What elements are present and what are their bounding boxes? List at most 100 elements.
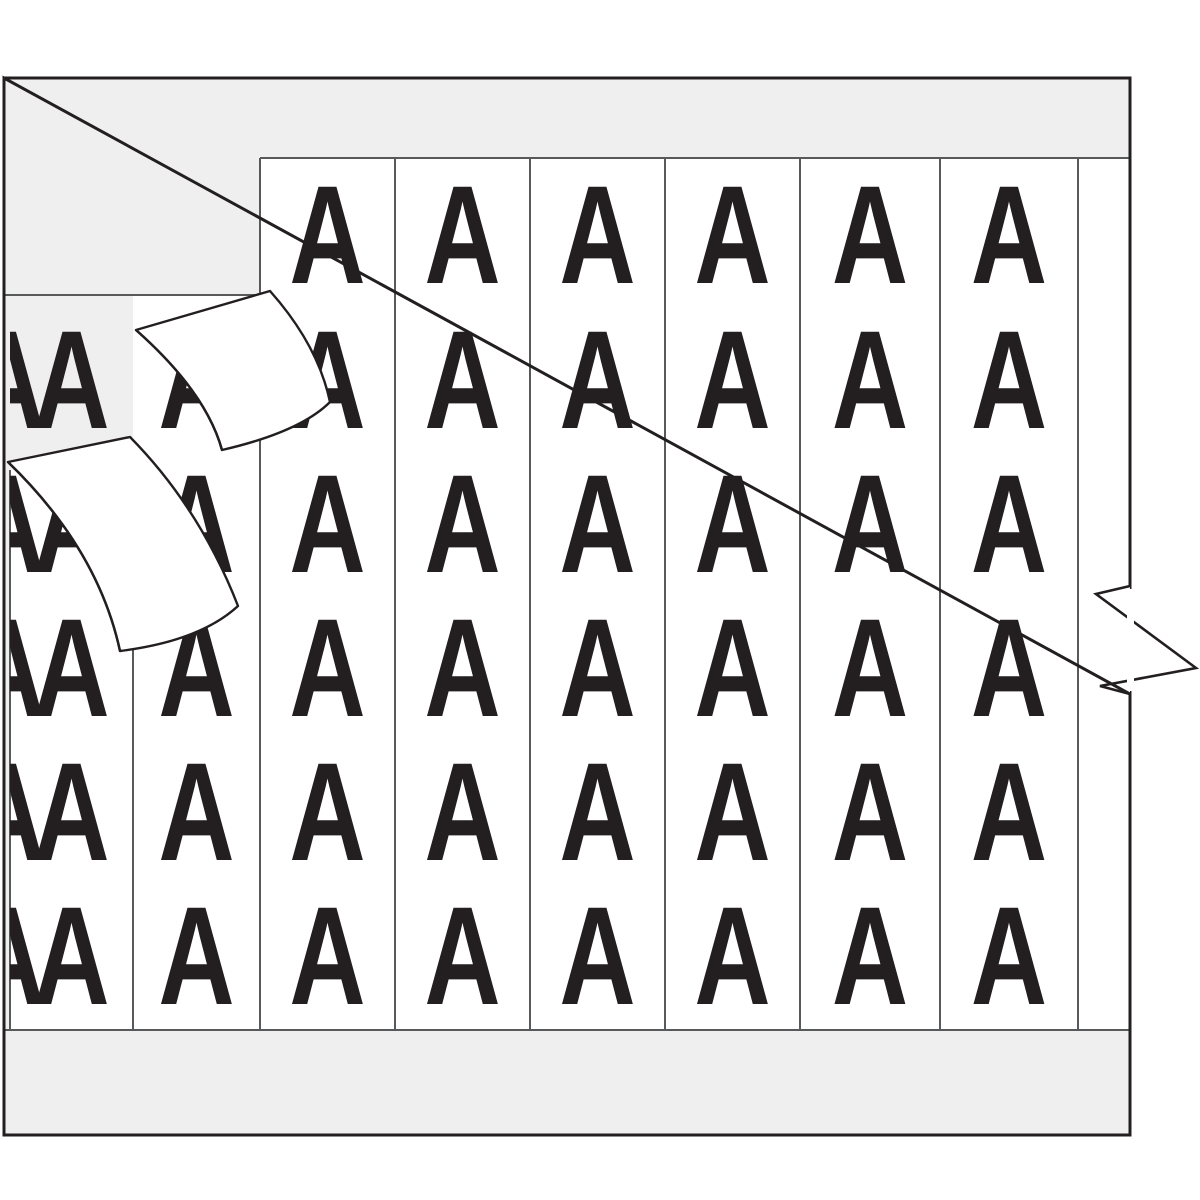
- zigzag-notch-mask: [1127, 589, 1134, 691]
- label-cell[interactable]: A: [289, 158, 365, 314]
- label-letter: A: [33, 591, 109, 747]
- label-cell[interactable]: A: [971, 879, 1047, 1035]
- label-cell[interactable]: A: [158, 879, 234, 1035]
- label-letter: A: [424, 303, 500, 459]
- label-cell[interactable]: A: [971, 158, 1047, 314]
- label-letter: A: [0, 879, 45, 1035]
- label-letter: A: [289, 591, 365, 747]
- label-cell[interactable]: A: [33, 879, 109, 1035]
- peeled-label-upper-crease: [135, 329, 224, 451]
- label-letter: A: [832, 735, 908, 891]
- label-letter: A: [971, 591, 1047, 747]
- label-cell[interactable]: A: [33, 303, 109, 459]
- label-cell[interactable]: A: [694, 591, 770, 747]
- zigzag-torn-edge: [1092, 584, 1200, 696]
- label-cell[interactable]: A: [289, 735, 365, 891]
- label-letter: A: [33, 879, 109, 1035]
- label-letter: A: [832, 591, 908, 747]
- label-cell[interactable]: A: [33, 591, 109, 747]
- label-cell[interactable]: A: [832, 879, 908, 1035]
- label-cell[interactable]: A: [832, 303, 908, 459]
- label-letter: A: [424, 879, 500, 1035]
- label-cell[interactable]: A: [694, 735, 770, 891]
- label-letter: A: [694, 303, 770, 459]
- label-letter: A: [289, 158, 365, 314]
- label-letter: A: [694, 447, 770, 603]
- label-cell[interactable]: A: [559, 158, 635, 314]
- label-cell[interactable]: A: [971, 591, 1047, 747]
- label-letter: A: [971, 447, 1047, 603]
- label-letter: A: [832, 158, 908, 314]
- label-cell[interactable]: A: [559, 591, 635, 747]
- label-cell[interactable]: A: [0, 879, 45, 1035]
- label-letter: A: [832, 879, 908, 1035]
- label-letter: A: [694, 879, 770, 1035]
- label-cell[interactable]: A: [694, 158, 770, 314]
- label-cell[interactable]: A: [971, 447, 1047, 603]
- label-letter: A: [424, 447, 500, 603]
- label-cell[interactable]: A: [694, 447, 770, 603]
- label-cell[interactable]: A: [559, 303, 635, 459]
- label-cell[interactable]: A: [0, 591, 45, 747]
- label-cell[interactable]: A: [832, 158, 908, 314]
- peeled-labels-group[interactable]: [6, 289, 332, 653]
- label-cell[interactable]: A: [559, 447, 635, 603]
- label-cell[interactable]: A: [971, 303, 1047, 459]
- label-cell[interactable]: A: [158, 735, 234, 891]
- peeled-label-upper[interactable]: [134, 289, 332, 452]
- label-letter: A: [694, 735, 770, 891]
- die-cut-lines-group: [4, 157, 1130, 1031]
- label-cell[interactable]: A: [424, 303, 500, 459]
- label-cell[interactable]: A: [424, 591, 500, 747]
- label-letter: A: [694, 591, 770, 747]
- label-cell[interactable]: A: [0, 735, 45, 891]
- label-letter: A: [289, 447, 365, 603]
- label-letter: A: [33, 303, 109, 459]
- label-cell[interactable]: A: [424, 447, 500, 603]
- zigzag-torn-edge-group: [1092, 584, 1200, 696]
- label-cell[interactable]: A: [971, 735, 1047, 891]
- sheet-outer-frame-group: [2, 75, 1132, 1137]
- label-cell[interactable]: A: [289, 879, 365, 1035]
- label-cell[interactable]: A: [694, 303, 770, 459]
- label-cell[interactable]: A: [832, 735, 908, 891]
- sheet-outer-frame: [2, 75, 1132, 1137]
- label-letter: A: [559, 303, 635, 459]
- label-letter: A: [289, 735, 365, 891]
- label-letter: A: [158, 879, 234, 1035]
- label-letter: A: [0, 591, 45, 747]
- label-letter: A: [559, 879, 635, 1035]
- label-cell[interactable]: A: [424, 735, 500, 891]
- label-cell[interactable]: A: [33, 735, 109, 891]
- label-field-group: [4, 158, 1130, 1030]
- label-cell[interactable]: A: [289, 447, 365, 603]
- label-letter: A: [971, 735, 1047, 891]
- label-letter: A: [559, 735, 635, 891]
- label-letter: A: [33, 735, 109, 891]
- label-cell[interactable]: A: [424, 879, 500, 1035]
- label-letter: A: [971, 879, 1047, 1035]
- label-cell[interactable]: A: [832, 447, 908, 603]
- label-letter: A: [832, 303, 908, 459]
- label-cell[interactable]: A: [289, 591, 365, 747]
- label-letter: A: [424, 591, 500, 747]
- peeled-label-lower[interactable]: [6, 435, 240, 653]
- label-letter: A: [424, 158, 500, 314]
- label-letter: A: [0, 303, 45, 459]
- label-cell[interactable]: A: [694, 879, 770, 1035]
- label-letter: A: [289, 879, 365, 1035]
- label-cell[interactable]: A: [0, 303, 45, 459]
- label-letter: A: [158, 735, 234, 891]
- label-letter: A: [971, 158, 1047, 314]
- label-cell[interactable]: A: [832, 591, 908, 747]
- label-letter: A: [694, 158, 770, 314]
- peeled-label-lower-crease: [7, 461, 122, 652]
- backing-strip-upper-left: [4, 158, 260, 295]
- label-cell[interactable]: A: [424, 158, 500, 314]
- label-cell[interactable]: A: [559, 879, 635, 1035]
- label-cell[interactable]: A: [559, 735, 635, 891]
- label-letter: A: [832, 447, 908, 603]
